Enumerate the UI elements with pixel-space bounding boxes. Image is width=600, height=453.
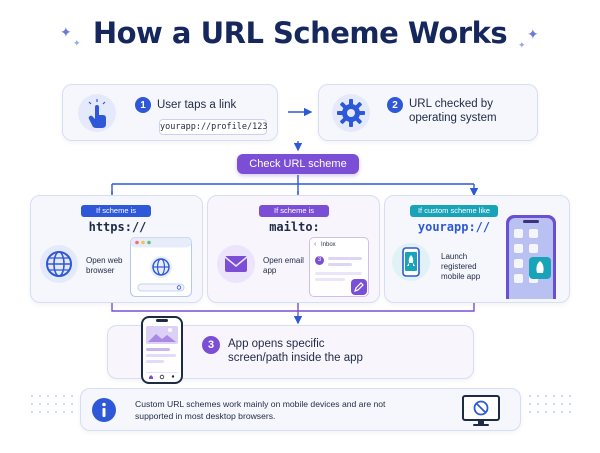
page-title: How a URL Scheme Works: [92, 16, 508, 50]
globe-icon: [40, 245, 78, 283]
branch-mailto-action: Open email app: [263, 256, 304, 275]
branch-https-scheme: https://: [88, 220, 147, 234]
gear-icon: [332, 94, 370, 132]
email-app-mock: ‹ Inbox 3: [309, 237, 369, 297]
check-url-scheme-pill: Check URL scheme: [237, 154, 359, 174]
step-1-label: User taps a link: [157, 99, 237, 111]
inbox-line: [315, 272, 362, 275]
dot-pattern: [529, 395, 571, 413]
step-2-label: URL checked by operating system: [409, 98, 497, 124]
branch-custom-scheme: yourapp://: [417, 220, 491, 234]
sparkle-icon: ✦: [518, 40, 526, 50]
step-3-label: App opens specific screen/path inside th…: [228, 338, 363, 364]
sparkle-icon: ✦: [527, 26, 539, 42]
branch-https-card: If scheme is https:// Open web browser: [30, 195, 203, 303]
inbox-line: [328, 257, 362, 260]
step-1-card: 1 User taps a link yourapp://profile/123: [62, 84, 278, 141]
info-banner: Custom URL schemes work mainly on mobile…: [80, 388, 521, 431]
step-1-number: 1: [135, 97, 151, 113]
browser-window-icon: [130, 237, 192, 297]
info-text: Custom URL schemes work mainly on mobile…: [135, 399, 386, 421]
desktop-blocked-icon: [462, 395, 500, 426]
compose-icon: [351, 279, 367, 295]
sparkle-icon: ✦: [60, 24, 72, 40]
sparkle-icon: ✦: [73, 38, 81, 48]
branch-custom-tag: If custom scheme like: [410, 205, 498, 217]
branch-https-tag: If scheme is: [81, 205, 151, 217]
info-icon: [92, 398, 116, 422]
phone-rocket-icon: [392, 243, 430, 281]
branch-custom-card: If custom scheme like yourapp:// Launch …: [384, 195, 570, 303]
branch-mailto-card: If scheme is mailto: Open email app ‹ In…: [207, 195, 380, 303]
dot-pattern: [31, 395, 73, 413]
phone-app-screen-icon: [141, 316, 183, 384]
inbox-badge: 3: [315, 256, 324, 265]
url-example: yourapp://profile/123: [159, 119, 267, 135]
step-3-number: 3: [202, 336, 220, 354]
envelope-icon: [217, 245, 255, 283]
inbox-line: [315, 278, 345, 281]
branch-mailto-tag: If scheme is: [259, 205, 329, 217]
smartphone-icon: [506, 215, 556, 299]
tap-hand-icon: [78, 94, 116, 132]
inbox-line: [328, 263, 352, 266]
branch-https-action: Open web browser: [86, 256, 123, 275]
step-2-number: 2: [387, 97, 403, 113]
chevron-left-icon: ‹: [314, 241, 317, 248]
inbox-title: Inbox: [321, 242, 336, 248]
branch-custom-action: Launch registered mobile app: [441, 252, 481, 281]
step-2-card: 2 URL checked by operating system: [318, 84, 538, 141]
branch-mailto-scheme: mailto:: [269, 220, 320, 234]
